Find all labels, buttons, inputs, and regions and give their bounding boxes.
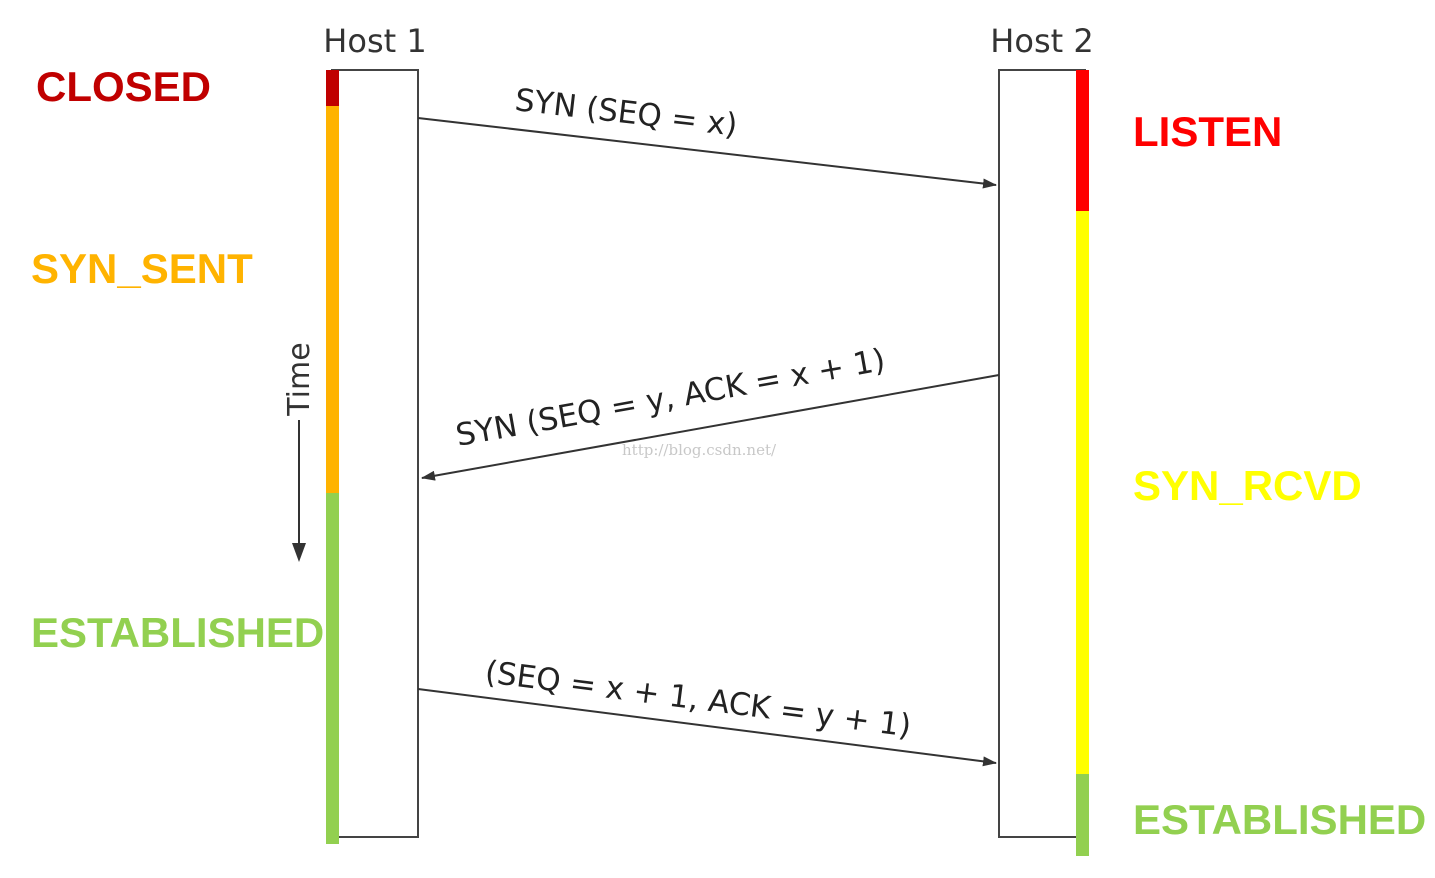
state-host1-established-label: ESTABLISHED xyxy=(31,609,324,656)
watermark-text: http://blog.csdn.net/ xyxy=(622,441,777,459)
host1-established-bar xyxy=(326,493,339,844)
state-closed-label: CLOSED xyxy=(36,63,211,110)
time-axis-label: Time xyxy=(282,342,317,416)
state-listen-label: LISTEN xyxy=(1133,108,1282,155)
host2-syn-rcvd-bar xyxy=(1076,211,1089,774)
state-syn-rcvd-label: SYN_RCVD xyxy=(1133,462,1362,509)
syn-ack-message-label: SYN (SEQ = y, ACK = x + 1) xyxy=(453,342,888,454)
time-arrow-icon xyxy=(292,543,306,562)
host1-label: Host 1 xyxy=(323,22,426,60)
host2-established-bar xyxy=(1076,774,1089,856)
host2-timeline xyxy=(998,69,1086,838)
host2-label: Host 2 xyxy=(990,22,1093,60)
host1-closed-bar xyxy=(326,70,339,106)
syn-ack-arrow xyxy=(421,374,1000,481)
syn-arrow xyxy=(417,117,997,189)
state-host2-established-label: ESTABLISHED xyxy=(1133,796,1426,843)
ack-arrow xyxy=(417,688,997,767)
syn-message-label: SYN (SEQ = x) xyxy=(513,82,739,143)
host2-listen-bar xyxy=(1076,70,1089,211)
host1-timeline xyxy=(331,69,419,838)
host1-syn-sent-bar xyxy=(326,106,339,493)
ack-message-label: (SEQ = x + 1, ACK = y + 1) xyxy=(483,654,913,744)
state-syn-sent-label: SYN_SENT xyxy=(31,245,253,292)
